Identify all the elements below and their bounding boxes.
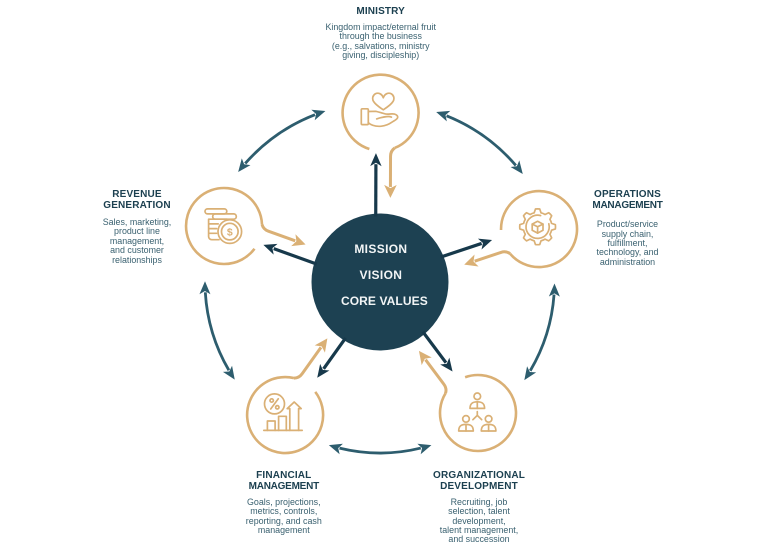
svg-text:$: $ bbox=[227, 226, 233, 238]
